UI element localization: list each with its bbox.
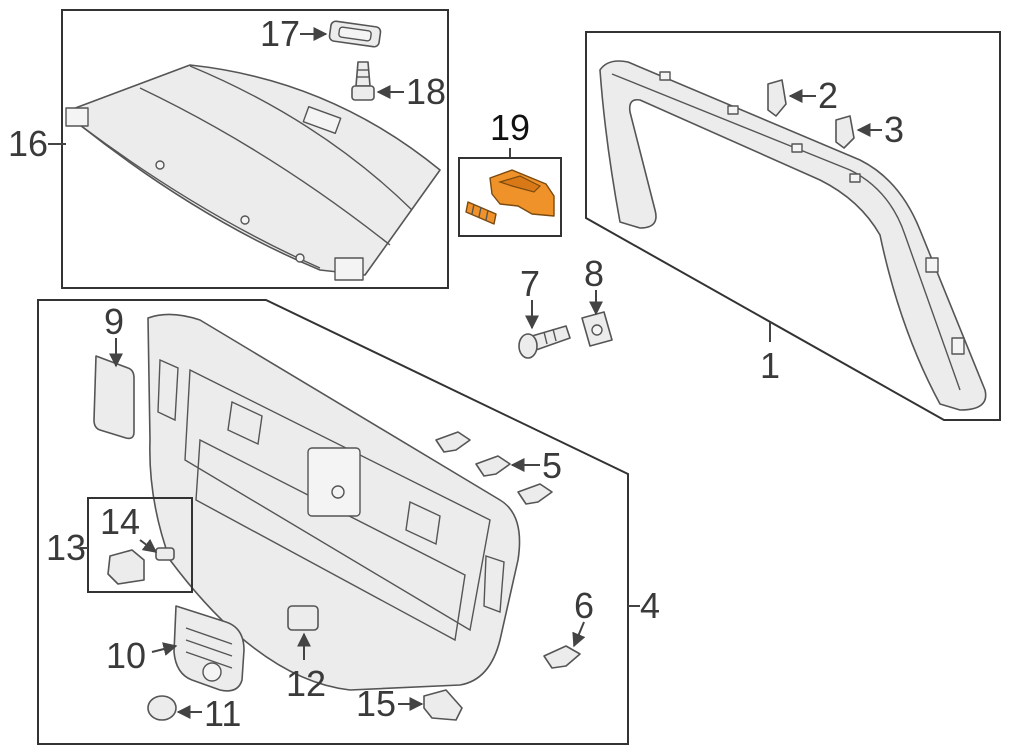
callout-14: 14 — [100, 501, 140, 542]
callout-9: 9 — [104, 301, 124, 342]
callout-8: 8 — [584, 253, 604, 294]
callout-10: 10 — [106, 635, 146, 676]
leader-10 — [151, 642, 178, 656]
cargo-cover-box — [61, 9, 449, 289]
highlight-box-19 — [458, 157, 562, 237]
plug-part-11[interactable] — [147, 695, 177, 721]
nut-clip-part-8[interactable] — [581, 311, 613, 347]
callout-19: 19 — [490, 107, 530, 148]
lamp-housing-part-13[interactable] — [107, 549, 145, 585]
grille-cover-part-10[interactable] — [173, 605, 245, 692]
leader-6 — [572, 621, 586, 648]
callout-17: 17 — [260, 13, 300, 54]
callout-7: 7 — [520, 263, 540, 304]
bolt-part-7[interactable] — [518, 325, 571, 359]
clip-part-5[interactable] — [435, 431, 553, 505]
clip-part-6[interactable] — [543, 645, 581, 669]
cargo-cover-part[interactable] — [65, 64, 441, 281]
screw-part-18[interactable] — [351, 61, 375, 101]
cap-part-12[interactable] — [287, 605, 319, 631]
callout-12: 12 — [286, 663, 326, 704]
callout-15: 15 — [356, 683, 396, 724]
callout-4: 4 — [640, 585, 660, 626]
leader-14 — [139, 538, 158, 553]
callout-11: 11 — [204, 693, 241, 734]
clip-part-2[interactable] — [767, 79, 787, 117]
callout-1: 1 — [760, 345, 780, 386]
bulb-part-14[interactable] — [155, 547, 175, 561]
window-frame-box — [585, 31, 1001, 421]
bracket-part-19[interactable] — [465, 169, 555, 225]
callout-16: 16 — [8, 123, 48, 164]
sub-box-13 — [87, 497, 193, 593]
cover-part-9[interactable] — [93, 355, 135, 440]
callout-5: 5 — [542, 445, 562, 486]
trim-panel-part[interactable] — [147, 313, 521, 691]
grommet-part-17[interactable] — [328, 20, 382, 48]
callout-6: 6 — [574, 585, 594, 626]
callout-3: 3 — [884, 109, 904, 150]
trim-panel-box — [37, 299, 629, 745]
callout-2: 2 — [818, 75, 838, 116]
switch-part-15[interactable] — [423, 689, 463, 721]
window-frame-part[interactable] — [599, 60, 987, 411]
callout-13: 13 — [46, 527, 86, 568]
callout-18: 18 — [406, 71, 446, 112]
clip-part-3[interactable] — [835, 115, 855, 149]
